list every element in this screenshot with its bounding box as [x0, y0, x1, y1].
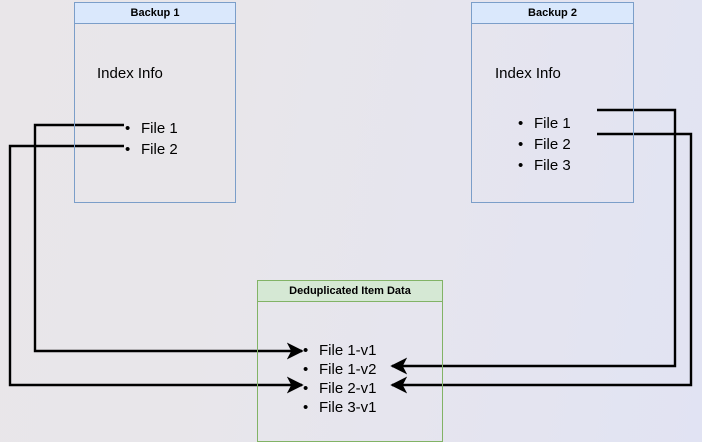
backup2-index-label: Index Info	[495, 65, 561, 82]
list-item: File 1	[518, 113, 571, 134]
list-item: File 2	[125, 139, 178, 160]
list-item: File 2	[518, 134, 571, 155]
list-item: File 2-v1	[303, 379, 377, 398]
backup1-file-list: File 1 File 2	[125, 118, 178, 160]
backup1-title: Backup 1	[75, 3, 235, 24]
backup2-title: Backup 2	[472, 3, 633, 24]
deduplicated-body: File 1-v1 File 1-v2 File 2-v1 File 3-v1	[258, 302, 442, 441]
deduplicated-item-data-box: Deduplicated Item Data File 1-v1 File 1-…	[257, 280, 443, 442]
backup2-file-list: File 1 File 2 File 3	[518, 113, 571, 176]
backup2-box: Backup 2 Index Info File 1 File 2 File 3	[471, 2, 634, 203]
list-item: File 1-v2	[303, 360, 377, 379]
list-item: File 1	[125, 118, 178, 139]
backup1-box: Backup 1 Index Info File 1 File 2	[74, 2, 236, 203]
deduplicated-title: Deduplicated Item Data	[258, 281, 442, 302]
deduplicated-file-list: File 1-v1 File 1-v2 File 2-v1 File 3-v1	[303, 341, 377, 417]
list-item: File 3-v1	[303, 398, 377, 417]
backup1-index-label: Index Info	[97, 65, 163, 82]
list-item: File 3	[518, 155, 571, 176]
list-item: File 1-v1	[303, 341, 377, 360]
backup2-body: Index Info File 1 File 2 File 3	[472, 24, 633, 202]
backup1-body: Index Info File 1 File 2	[75, 24, 235, 202]
